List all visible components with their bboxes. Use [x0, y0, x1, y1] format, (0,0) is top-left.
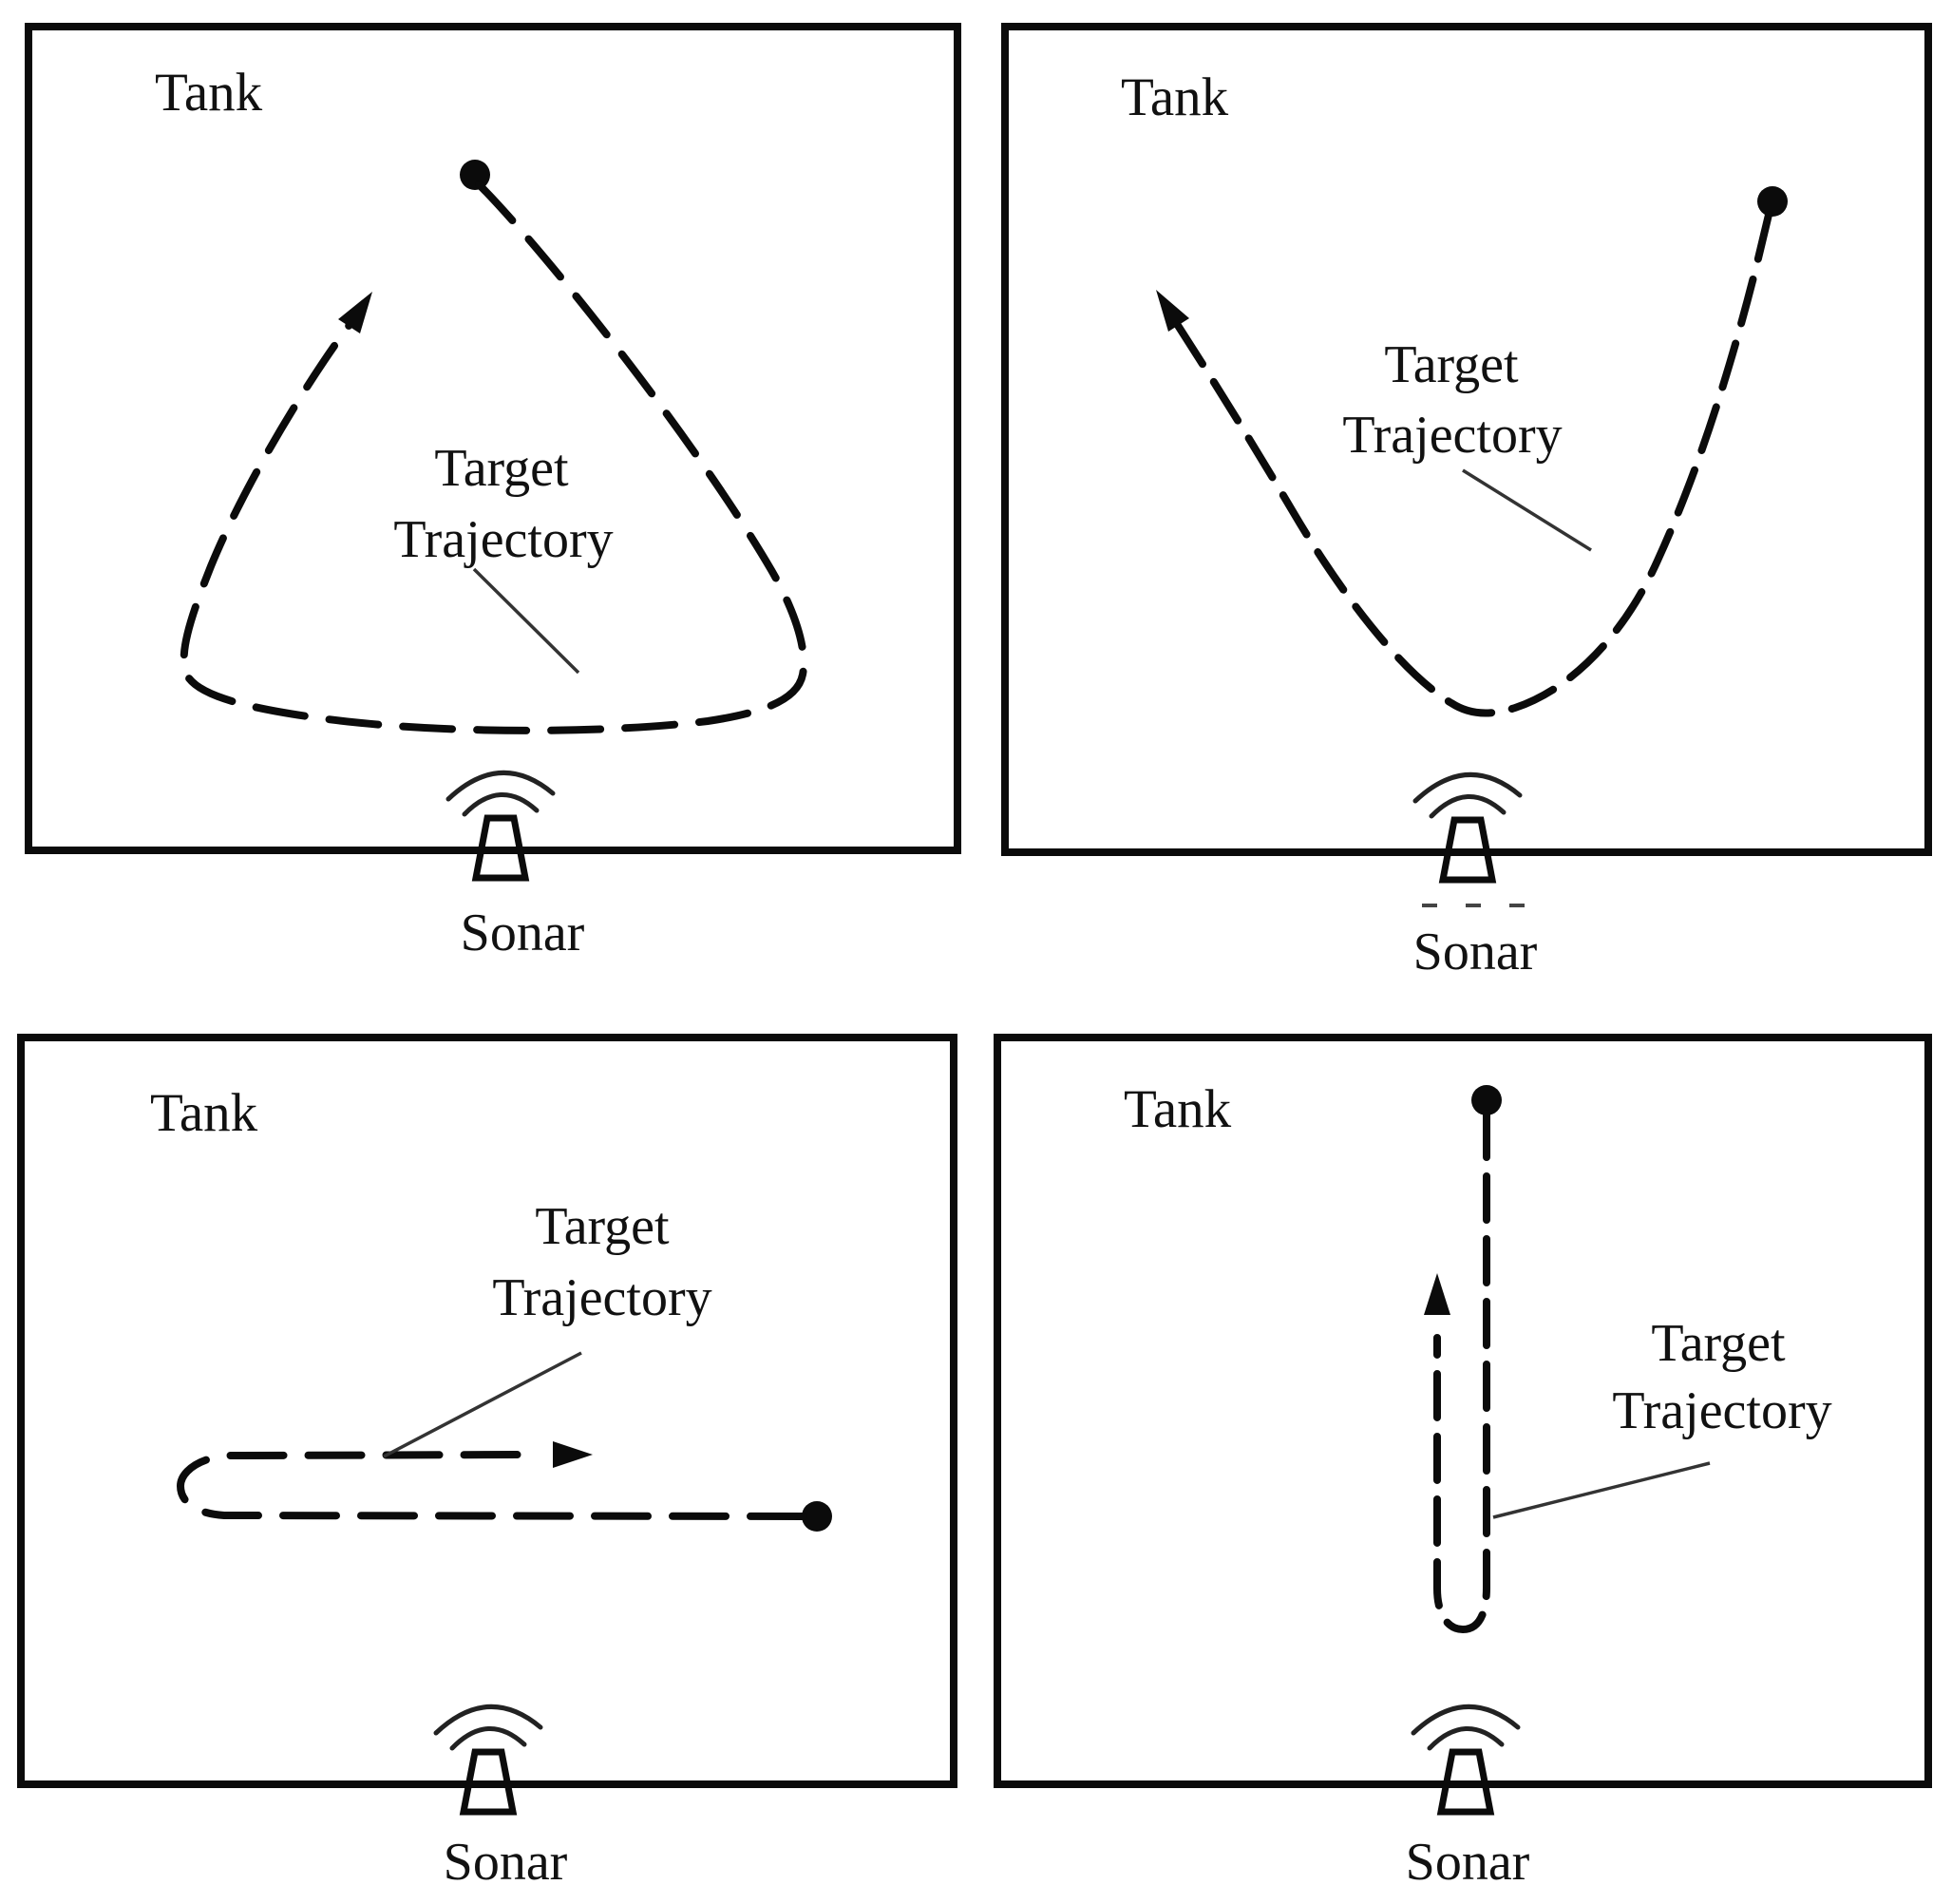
target-trajectory-path [176, 1451, 807, 1520]
tank-boundary [1001, 23, 1932, 856]
sonar-transducer-icon [1436, 1748, 1495, 1816]
sonar-wave-inner-icon [449, 1726, 527, 1751]
direction-arrowhead-icon [553, 1441, 593, 1468]
sonar-wave-outer-icon [1411, 1704, 1521, 1736]
trajectory-start-dot [1757, 186, 1788, 217]
target-trajectory-path [180, 181, 808, 734]
panel-top-left: Tank Target Trajectory Sonar [25, 23, 961, 962]
direction-arrowhead-icon [1424, 1273, 1450, 1315]
sonar-transducer-icon [1438, 816, 1497, 884]
sonar-label: Sonar [444, 1833, 568, 1892]
label-leader-line [472, 567, 580, 675]
label-leader-line [1462, 468, 1592, 552]
sonar-icon [1411, 1704, 1521, 1816]
tank-label: Tank [150, 1083, 258, 1143]
sonar-wave-outer-icon [1412, 772, 1523, 804]
sonar-transducer-icon [459, 1748, 518, 1816]
sonar-wave-outer-icon [433, 1704, 543, 1736]
sonar-wave-inner-icon [1429, 794, 1507, 819]
direction-arrowhead-icon [338, 292, 372, 333]
direction-arrowhead-icon [1156, 290, 1189, 332]
label-leader-line [383, 1351, 582, 1458]
sonar-wave-inner-icon [1427, 1726, 1505, 1751]
trajectory-start-dot [460, 160, 490, 190]
sonar-icon [1412, 772, 1523, 884]
tank-label: Tank [1121, 67, 1229, 127]
trajectory-label-line2: Trajectory [1342, 406, 1562, 465]
trajectory-label-line2: Trajectory [393, 510, 613, 569]
trajectory-label-line1: Target [1651, 1314, 1786, 1373]
target-trajectory-path [1165, 211, 1772, 717]
sonar-transducer-icon [471, 814, 530, 882]
target-trajectory-path [1433, 1110, 1490, 1634]
sonar-wave-inner-icon [462, 792, 540, 817]
tank-boundary [994, 1034, 1932, 1788]
sonar-icon [445, 771, 556, 882]
sonar-label: Sonar [1406, 1833, 1530, 1892]
label-leader-line [1492, 1461, 1711, 1519]
trajectory-label-line2: Trajectory [1612, 1381, 1831, 1440]
trajectory-start-dot [1471, 1085, 1502, 1115]
sonar-wave-outer-icon [445, 771, 556, 802]
panel-bottom-right: Tank Target Trajectory Sonar [994, 1034, 1932, 1892]
tank-boundary [17, 1034, 957, 1788]
tank-label: Tank [155, 63, 263, 123]
tank-boundary [25, 23, 961, 854]
panel-bottom-left: Tank Target Trajectory Sonar [17, 1034, 957, 1892]
sonar-icon [433, 1704, 543, 1816]
trajectory-label-line2: Trajectory [492, 1268, 711, 1327]
tank-label: Tank [1124, 1079, 1232, 1139]
trajectory-start-dot [802, 1501, 832, 1532]
sonar-label: Sonar [1413, 923, 1538, 981]
sonar-label: Sonar [461, 904, 585, 962]
trajectory-label-line1: Target [535, 1197, 670, 1256]
trajectory-label-line1: Target [1384, 335, 1519, 394]
panel-top-right: Tank Target Trajectory Sonar [1001, 23, 1932, 981]
trajectory-label-line1: Target [434, 439, 569, 498]
